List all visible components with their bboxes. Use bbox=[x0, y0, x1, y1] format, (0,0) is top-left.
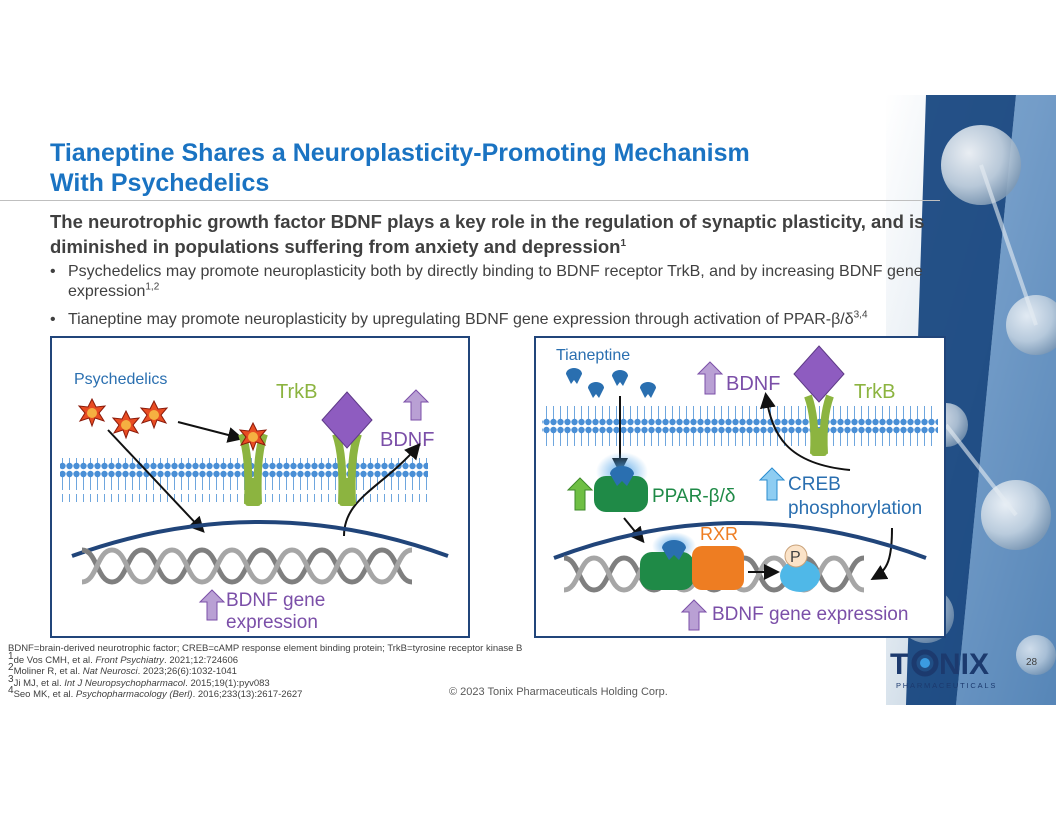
creb-signal-arrow bbox=[870, 527, 893, 580]
gene-expression-label: BDNF gene expression bbox=[712, 604, 908, 625]
creb-label-line-2: phosphorylation bbox=[788, 498, 922, 519]
bullet-text: Tianeptine may promote neuroplasticity b… bbox=[68, 311, 854, 328]
logo-letter-t: T bbox=[890, 648, 908, 681]
ppar-label: PPAR-β/δ bbox=[652, 486, 735, 507]
trkb-receptor-icon bbox=[804, 394, 834, 456]
nuclear-membrane bbox=[71, 520, 449, 558]
subtitle-text: The neurotrophic growth factor BDNF play… bbox=[50, 211, 925, 257]
bullet-text: Psychedelics may promote neuroplasticity… bbox=[68, 263, 923, 300]
dna-helix-icon bbox=[81, 547, 413, 585]
creb-protein-icon bbox=[780, 560, 820, 592]
binding-arrow bbox=[177, 421, 244, 443]
psychedelics-mechanism-panel: Psychedelics TrkB BDNF bbox=[50, 336, 470, 638]
reference-item: 4Seo MK, et al. Psychopharmacology (Berl… bbox=[8, 685, 303, 701]
page-number: 28 bbox=[1026, 657, 1038, 668]
gene-expression-increase-arrow-icon bbox=[198, 589, 226, 621]
reference-item: 3Ji MJ, et al. Int J Neuropsychopharmaco… bbox=[8, 673, 270, 689]
logo-tagline: PHARMACEUTICALS bbox=[896, 681, 997, 690]
tianeptine-mechanism-panel: Tianeptine BDNF TrkB bbox=[534, 336, 946, 638]
psychedelic-molecule-icon bbox=[77, 397, 107, 428]
bdnf-release-arrow bbox=[343, 442, 421, 537]
gene-expression-increase-arrow-icon bbox=[680, 599, 708, 631]
creb-increase-arrow-icon bbox=[758, 467, 786, 501]
ppar-dna-complex-icon bbox=[640, 552, 694, 590]
tianeptine-molecule-icon bbox=[588, 382, 604, 398]
bdnf-protein-icon bbox=[321, 391, 373, 449]
psychedelics-label: Psychedelics bbox=[74, 371, 167, 388]
bullet-reference: 3,4 bbox=[853, 309, 868, 321]
bdnf-protein-icon bbox=[793, 345, 845, 403]
rxr-receptor-icon bbox=[692, 546, 744, 590]
tianeptine-molecule-icon bbox=[612, 370, 628, 386]
reference-item: 1de Vos CMH, et al. Front Psychiatry. 20… bbox=[8, 650, 239, 666]
bullet-marker: • bbox=[50, 311, 56, 328]
bound-psychedelic-icon bbox=[238, 421, 268, 452]
abbreviations-note: BDNF=brain-derived neurotrophic factor; … bbox=[8, 643, 523, 654]
reference-item: 2Moliner R, et al. Nat Neurosci. 2023;26… bbox=[8, 662, 237, 678]
trkb-receptor-icon bbox=[238, 432, 268, 506]
psychedelics-diagram: Psychedelics TrkB BDNF bbox=[60, 371, 449, 633]
trkb-label: TrkB bbox=[276, 381, 317, 403]
psychedelic-molecule-icon bbox=[139, 399, 169, 430]
rxr-label: RXR bbox=[700, 524, 738, 544]
bullet-marker: • bbox=[50, 263, 56, 280]
bullet-reference: 1,2 bbox=[145, 281, 160, 293]
cell-membrane bbox=[542, 406, 938, 450]
logo-o-icon bbox=[911, 649, 939, 677]
gene-expression-label-line-1: BDNF gene bbox=[226, 590, 325, 611]
ppar-increase-arrow-icon bbox=[566, 477, 594, 511]
tianeptine-molecule-icon bbox=[640, 382, 656, 398]
phosphate-label: P bbox=[790, 549, 801, 566]
bdnf-label: BDNF bbox=[726, 373, 780, 395]
tianeptine-label: Tianeptine bbox=[556, 347, 630, 364]
title-line-2: With Psychedelics bbox=[50, 169, 270, 197]
bound-tianeptine-icon bbox=[662, 540, 686, 560]
ppar-translocation-arrow bbox=[623, 517, 645, 544]
trkb-label: TrkB bbox=[854, 381, 895, 403]
ppar-receptor-icon bbox=[594, 476, 648, 512]
subtitle-reference: 1 bbox=[620, 237, 627, 249]
nuclear-membrane bbox=[553, 521, 927, 560]
psychedelic-molecule-icon bbox=[111, 409, 141, 440]
bound-tianeptine-icon bbox=[610, 466, 634, 486]
bullet-item: • Tianeptine may promote neuroplasticity… bbox=[50, 310, 960, 330]
phosphate-icon bbox=[784, 544, 808, 568]
tonix-logo: T NIX PHARMACEUTICALS bbox=[890, 648, 997, 690]
logo-letters-nix: NIX bbox=[939, 648, 989, 681]
footnotes: BDNF=brain-derived neurotrophic factor; … bbox=[8, 643, 568, 701]
bdnf-release-arrow bbox=[759, 392, 851, 471]
bdnf-increase-arrow-icon bbox=[696, 361, 724, 395]
slide-title: Tianeptine Shares a Neuroplasticity-Prom… bbox=[50, 138, 750, 198]
title-line-1: Tianeptine Shares a Neuroplasticity-Prom… bbox=[50, 139, 750, 167]
tianeptine-molecule-icon bbox=[566, 368, 582, 384]
bdnf-label: BDNF bbox=[380, 429, 434, 451]
gene-expression-arrow bbox=[107, 429, 205, 533]
title-divider bbox=[0, 200, 940, 201]
gene-expression-label-line-2: expression bbox=[226, 612, 318, 633]
bullet-item: • Psychedelics may promote neuroplastici… bbox=[50, 262, 960, 302]
trkb-receptor-icon bbox=[332, 432, 362, 506]
tianeptine-diagram: Tianeptine BDNF TrkB bbox=[542, 345, 938, 631]
copyright: © 2023 Tonix Pharmaceuticals Holding Cor… bbox=[449, 686, 668, 698]
subtitle: The neurotrophic growth factor BDNF play… bbox=[50, 209, 930, 259]
creb-label-line-1: CREB bbox=[788, 474, 841, 495]
bdnf-increase-arrow-icon bbox=[402, 389, 430, 421]
bullet-list: • Psychedelics may promote neuroplastici… bbox=[50, 262, 960, 338]
